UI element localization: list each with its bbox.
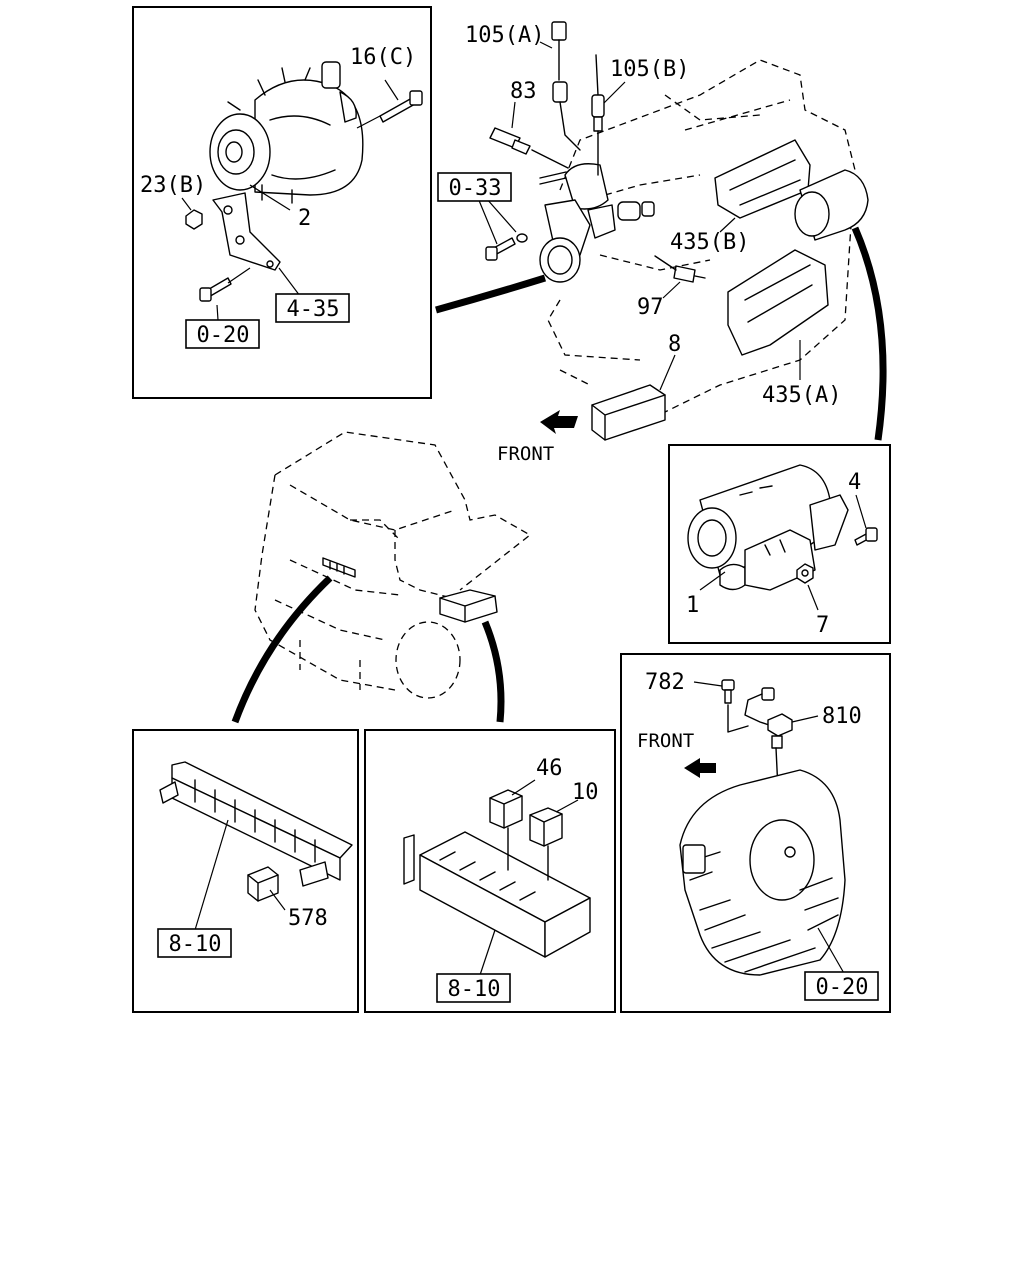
front-arrow-top [540, 410, 578, 434]
label-435a: 435(A) [762, 383, 841, 408]
flywheel-housing-panel [620, 653, 891, 1013]
bolt-782 [693, 679, 749, 733]
relay-box-panel [364, 729, 616, 1013]
ref-label-0-20-flywheel: 0-20 [816, 975, 869, 1000]
label-1: 1 [686, 593, 699, 618]
label-782: 782 [645, 670, 685, 695]
starter-panel [668, 444, 891, 644]
thermostat-housing [539, 163, 655, 256]
ref-label-0-33: 0-33 [449, 176, 502, 201]
grille-connector [322, 557, 356, 578]
flywheel-housing [679, 769, 846, 976]
label-23b: 23(B) [140, 173, 206, 198]
ref-box-4-35 [275, 293, 350, 323]
bracket-2 [212, 184, 291, 271]
truck-outline [254, 431, 532, 699]
alternator-panel [132, 6, 432, 399]
ecu-8 [591, 354, 676, 441]
relay-46 [489, 779, 536, 829]
nut-7 [796, 563, 819, 611]
ref-label-0-20-alternator: 0-20 [197, 323, 250, 348]
water-outlet [539, 237, 581, 283]
nut-23b [181, 197, 203, 230]
ref-box-8-10-mid [436, 973, 511, 1003]
relay-box-tray [403, 827, 591, 976]
front-arrow-bottom [684, 758, 716, 778]
relay-box-on-truck [439, 589, 498, 623]
connector-105a [539, 21, 581, 151]
ref-label-4-35: 4-35 [287, 297, 340, 322]
alternator-drawing [209, 61, 364, 204]
connector-panel-left [132, 729, 359, 1013]
relay-box-callout [481, 620, 505, 723]
sensor-97 [654, 255, 706, 299]
bolt-020 [199, 267, 251, 321]
label-front-top: FRONT [497, 443, 554, 465]
starter-motor-1 [687, 464, 849, 591]
label-front-bottom: FRONT [637, 730, 694, 752]
starter-on-engine [794, 169, 869, 241]
connector-block [159, 761, 353, 931]
heat-shield-435a [727, 249, 829, 380]
label-2: 2 [298, 206, 311, 231]
sensor-810 [744, 687, 819, 791]
connector-callout-left [231, 575, 333, 724]
ref-box-8-10-left [157, 928, 232, 958]
relay-10 [529, 799, 579, 847]
starter-callout [851, 226, 887, 441]
relay-578 [247, 866, 286, 911]
sensor-105b [591, 54, 626, 176]
ref-435-leader [278, 267, 301, 297]
bolt-033 [477, 197, 528, 261]
ref-label-8-10-left: 8-10 [169, 932, 222, 957]
ref-box-0-33 [437, 172, 512, 202]
label-105a: 105(A) [465, 23, 544, 48]
ref-label-8-10-mid: 8-10 [448, 977, 501, 1002]
bolt-4 [854, 494, 878, 546]
label-16c: 16(C) [350, 45, 416, 70]
label-8: 8 [668, 332, 681, 357]
label-83: 83 [510, 79, 537, 104]
bolt-16c [356, 79, 423, 129]
ref-box-0-20-alternator [185, 319, 260, 349]
label-435b: 435(B) [670, 230, 749, 255]
ref-box-0-20-flywheel [804, 971, 879, 1001]
label-7: 7 [816, 613, 829, 638]
label-97: 97 [637, 295, 664, 320]
label-46: 46 [536, 756, 563, 781]
label-4: 4 [848, 470, 861, 495]
label-578: 578 [288, 906, 328, 931]
label-105b: 105(B) [610, 57, 689, 82]
alternator-callout [435, 274, 547, 314]
sensor-83 [489, 101, 569, 169]
label-810: 810 [822, 704, 862, 729]
label-10: 10 [572, 780, 599, 805]
